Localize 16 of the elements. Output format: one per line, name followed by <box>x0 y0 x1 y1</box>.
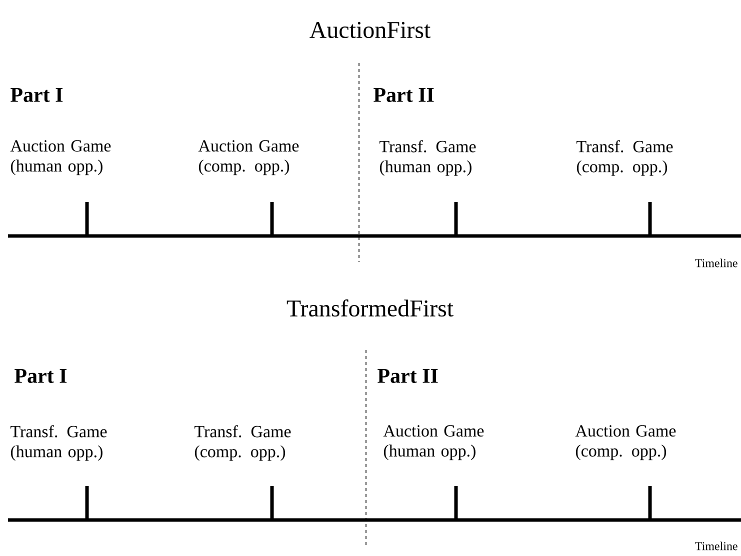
part-heading: Part II <box>374 88 434 102</box>
game-label: Auction Game (comp. opp.) <box>198 140 299 176</box>
game-label: Transf. Game (comp. opp.) <box>194 425 291 461</box>
game-label: Auction Game (human opp.) <box>10 140 111 176</box>
heading: TransformedFirst <box>286 299 454 317</box>
game-label: Auction Game (comp. opp.) <box>575 425 676 460</box>
part-heading: Part I <box>10 88 63 102</box>
part-heading: Part II <box>378 369 438 383</box>
game-label: Transf. Game (human opp.) <box>10 425 107 461</box>
game-label: Transf. Game (human opp.) <box>380 140 476 176</box>
heading: AuctionFirst <box>310 22 431 38</box>
axis-label: Timeline <box>695 542 738 550</box>
axis-label: Timeline <box>695 258 738 268</box>
game-label: Auction Game (human opp.) <box>383 425 484 460</box>
part-heading: Part I <box>14 369 67 383</box>
game-label: Transf. Game (comp. opp.) <box>576 140 673 176</box>
